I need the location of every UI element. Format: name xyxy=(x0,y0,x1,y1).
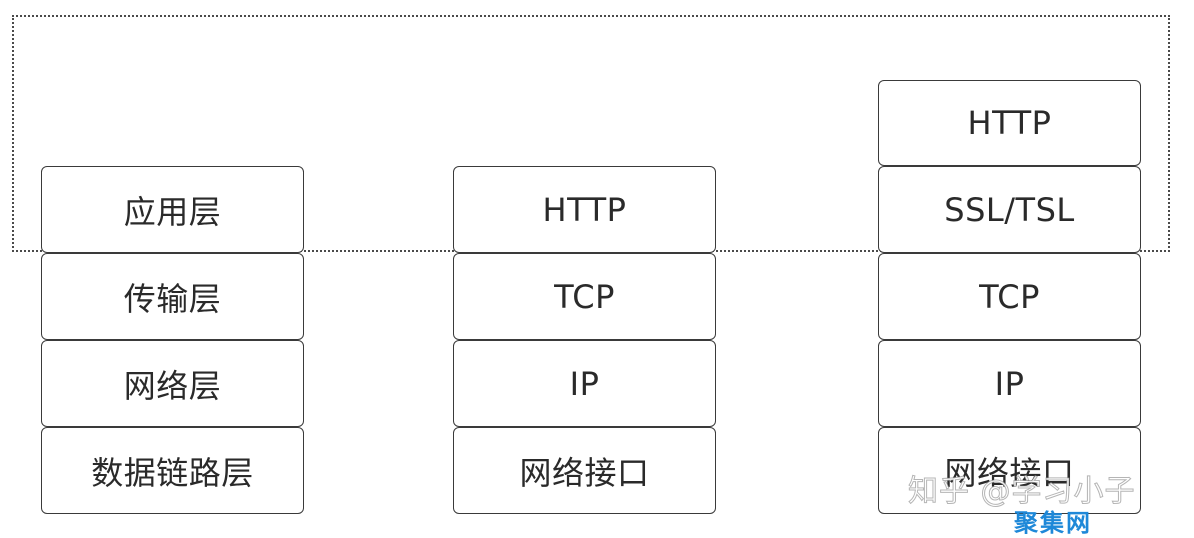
protocol-box: 网络接口 xyxy=(878,427,1141,514)
protocol-box: 网络接口 xyxy=(453,427,716,514)
protocol-box: TCP xyxy=(453,253,716,340)
site-logo: 聚集网 xyxy=(1014,509,1092,537)
protocol-box: IP xyxy=(878,340,1141,427)
protocol-box: TCP xyxy=(878,253,1141,340)
layer-box: 应用层 xyxy=(41,166,304,253)
protocol-box: IP xyxy=(453,340,716,427)
protocol-box: HTTP xyxy=(878,80,1141,166)
layer-box: 数据链路层 xyxy=(41,427,304,514)
layer-box: 传输层 xyxy=(41,253,304,340)
zhihu-watermark: 知乎 @学习小子 xyxy=(908,474,1136,510)
layer-box: 网络层 xyxy=(41,340,304,427)
protocol-box: SSL/TSL xyxy=(878,166,1141,253)
protocol-box: HTTP xyxy=(453,166,716,253)
